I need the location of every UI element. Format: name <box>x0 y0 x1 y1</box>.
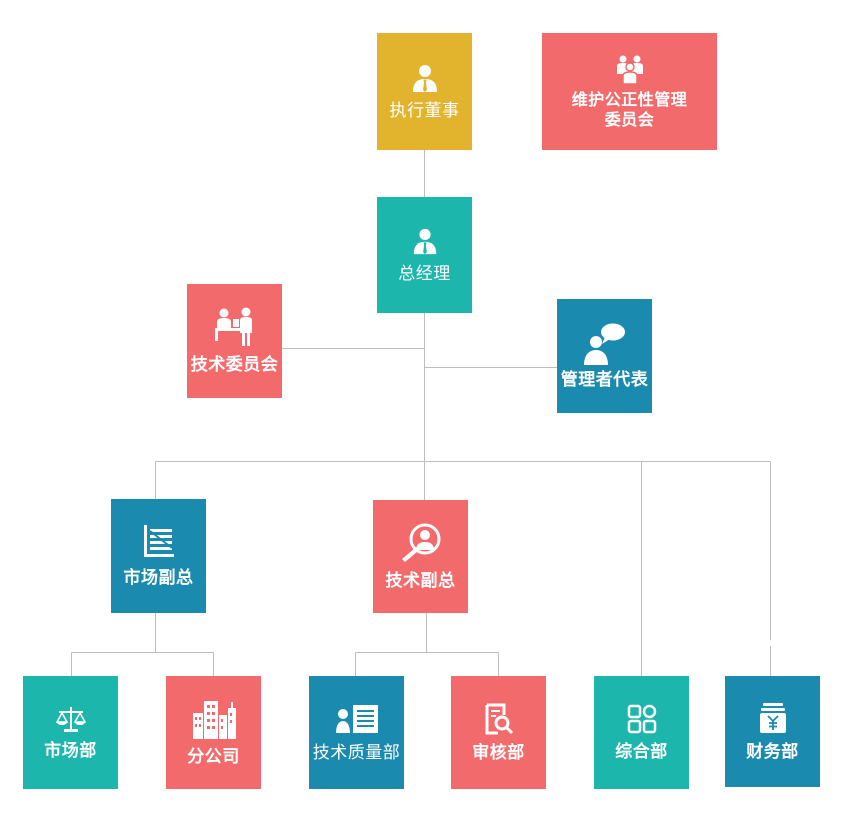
management-rep-box: 管理者代表 <box>557 299 652 413</box>
meeting-icon <box>214 307 252 346</box>
tech-vp-label: 技术副总 <box>385 570 456 591</box>
marketing-dept-box: 市场部 <box>23 676 118 789</box>
tech-quality-dept-label: 技术质量部 <box>312 742 401 763</box>
general-dept-label: 综合部 <box>615 741 668 762</box>
person-icon <box>413 228 436 255</box>
audit-dept-box: 审核部 <box>451 676 546 789</box>
executive-director-box: 执行董事 <box>377 33 472 150</box>
group-icon <box>616 55 643 84</box>
audit-dept-label: 审核部 <box>472 742 525 763</box>
branch-company-label: 分公司 <box>187 746 240 767</box>
scale-icon <box>55 706 86 732</box>
branch-company-box: 分公司 <box>166 676 261 789</box>
document-search-icon <box>485 703 513 734</box>
fairness-committee-box: 维护公正性管理委员会 <box>542 33 717 150</box>
management-rep-label: 管理者代表 <box>560 370 649 390</box>
marketing-dept-label: 市场部 <box>44 740 97 761</box>
finance-dept-label: 财务部 <box>746 741 799 762</box>
tech-committee-label: 技术委员会 <box>190 355 279 375</box>
marketing-vp-label: 市场副总 <box>123 568 194 588</box>
buildings-icon <box>192 700 236 739</box>
general-manager-label: 总经理 <box>398 264 451 284</box>
executive-director-label: 执行董事 <box>389 100 460 121</box>
general-manager-box: 总经理 <box>377 197 472 313</box>
grid-icon <box>627 704 656 733</box>
search-person-icon <box>401 523 440 562</box>
tech-quality-dept-box: 技术质量部 <box>309 676 404 789</box>
person-icon <box>412 64 437 92</box>
chat-person-icon <box>583 323 625 365</box>
marketing-vp-box: 市场副总 <box>111 499 206 613</box>
tech-vp-box: 技术副总 <box>373 500 468 613</box>
tech-committee-box: 技术委员会 <box>187 284 282 398</box>
general-dept-box: 综合部 <box>594 676 689 789</box>
fairness-committee-label: 维护公正性管理委员会 <box>571 89 688 129</box>
person-list-icon <box>335 704 378 733</box>
yuan-box-icon <box>759 702 786 733</box>
report-icon <box>143 525 174 557</box>
finance-dept-box: 财务部 <box>725 676 820 787</box>
